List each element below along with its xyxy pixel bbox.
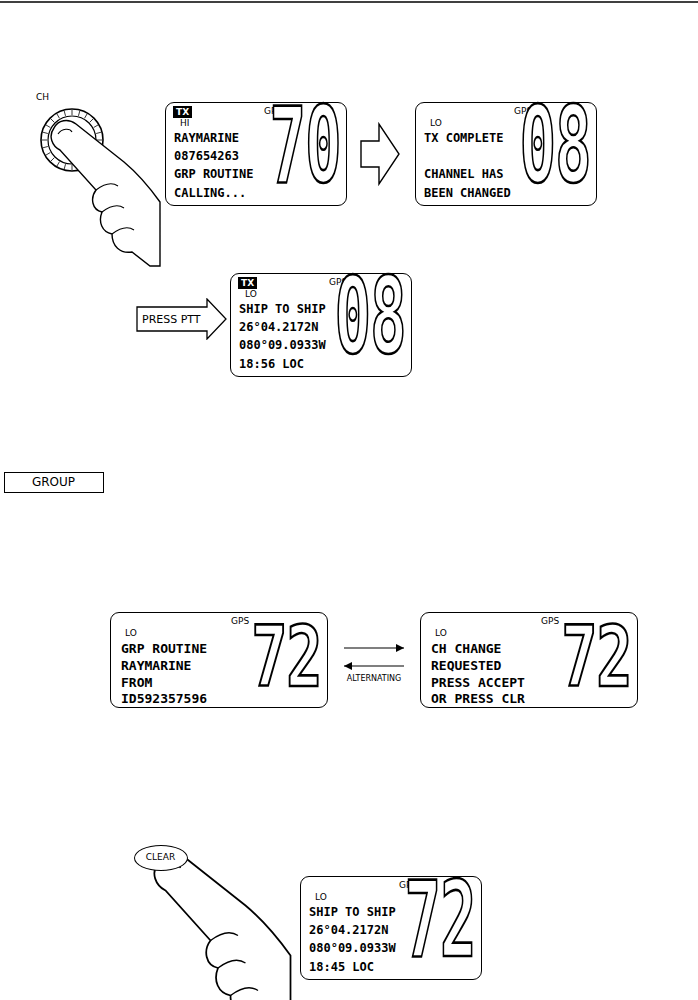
display-line: REQUESTED	[431, 658, 501, 674]
control-label: CH	[36, 92, 49, 103]
display-line: 26°04.2172N	[239, 320, 318, 334]
display-line: 18:56 LOC	[239, 357, 304, 371]
status-icon: HI	[180, 118, 189, 129]
status-icon: LO	[245, 289, 257, 300]
arrow-text: PRESS PTT	[142, 313, 201, 326]
channel-number: 08	[334, 265, 405, 370]
display-line: RAYMARINE	[174, 131, 239, 145]
status-icon: LO	[435, 628, 447, 639]
display-line: 26°04.2172N	[309, 923, 388, 937]
display-line: PRESS ACCEPT	[431, 675, 525, 691]
status-icon: LO	[125, 628, 137, 639]
channel-number: 72	[561, 615, 631, 699]
lcd-screen: GPS LO GRP ROUTINERAYMARINEFROMID592357596…	[110, 612, 328, 708]
display-line: ID592357596	[121, 691, 207, 707]
display-line: CHANNEL HAS	[424, 167, 503, 181]
display-line: 087654263	[174, 149, 239, 163]
display-line: SHIP TO SHIP	[309, 905, 396, 919]
block-arrow-connector	[361, 124, 399, 184]
display-line: 080°09.0933W	[239, 338, 326, 352]
display-line: 18:45 LOC	[309, 960, 374, 974]
status-icon: TX	[238, 277, 257, 289]
section-tag: GROUP	[4, 472, 104, 493]
lcd-screen: GPS LO CH CHANGEREQUESTEDPRESS ACCEPTOR PR…	[420, 612, 638, 708]
lcd-screen: TXGPSLOSHIP TO SHIP26°04.2172N080°09.093…	[230, 273, 412, 377]
status-icon: GPS	[541, 616, 559, 627]
pointing-hand	[51, 121, 160, 266]
channel-number: 08	[519, 94, 590, 199]
tag-text: GROUP	[32, 474, 75, 490]
status-icon: LO	[315, 892, 327, 903]
lcd-screen: GPSLOTX COMPLETECHANNEL HASBEEN CHANGED0…	[415, 102, 597, 206]
status-icon: TX	[173, 106, 192, 118]
edge-label: ALTERNATING	[345, 674, 404, 684]
display-line: RAYMARINE	[121, 658, 191, 674]
header-rule	[0, 1, 698, 3]
display-line: BEEN CHANGED	[424, 186, 511, 200]
display-line: GRP ROUTINE	[121, 641, 207, 657]
channel-number: 70	[269, 94, 340, 199]
lcd-screen: TXGPSHIRAYMARINE087654263GRP ROUTINECALL…	[165, 102, 347, 206]
key-label: CLEAR	[146, 852, 175, 863]
display-line: 080°09.0933W	[309, 941, 396, 955]
channel-number: 72	[404, 868, 475, 973]
display-line: TX COMPLETE	[424, 131, 503, 145]
button-key: CLEAR	[134, 845, 188, 871]
channel-number: 72	[251, 615, 321, 699]
display-line: OR PRESS CLR	[431, 691, 525, 707]
display-line: GRP ROUTINE	[174, 167, 253, 181]
lcd-screen: GPSLOSHIP TO SHIP26°04.2172N080°09.0933W…	[300, 876, 482, 980]
status-icon: LO	[430, 118, 442, 129]
alternating-arrow	[344, 644, 404, 652]
display-line: SHIP TO SHIP	[239, 302, 326, 316]
block-arrow: PRESS PTT	[136, 298, 227, 340]
display-line: FROM	[121, 675, 152, 691]
display-line: CALLING...	[174, 186, 246, 200]
display-line: CH CHANGE	[431, 641, 501, 657]
status-icon: GPS	[231, 616, 249, 627]
alternating-arrow	[344, 662, 404, 670]
pointing-hand	[154, 854, 290, 1000]
